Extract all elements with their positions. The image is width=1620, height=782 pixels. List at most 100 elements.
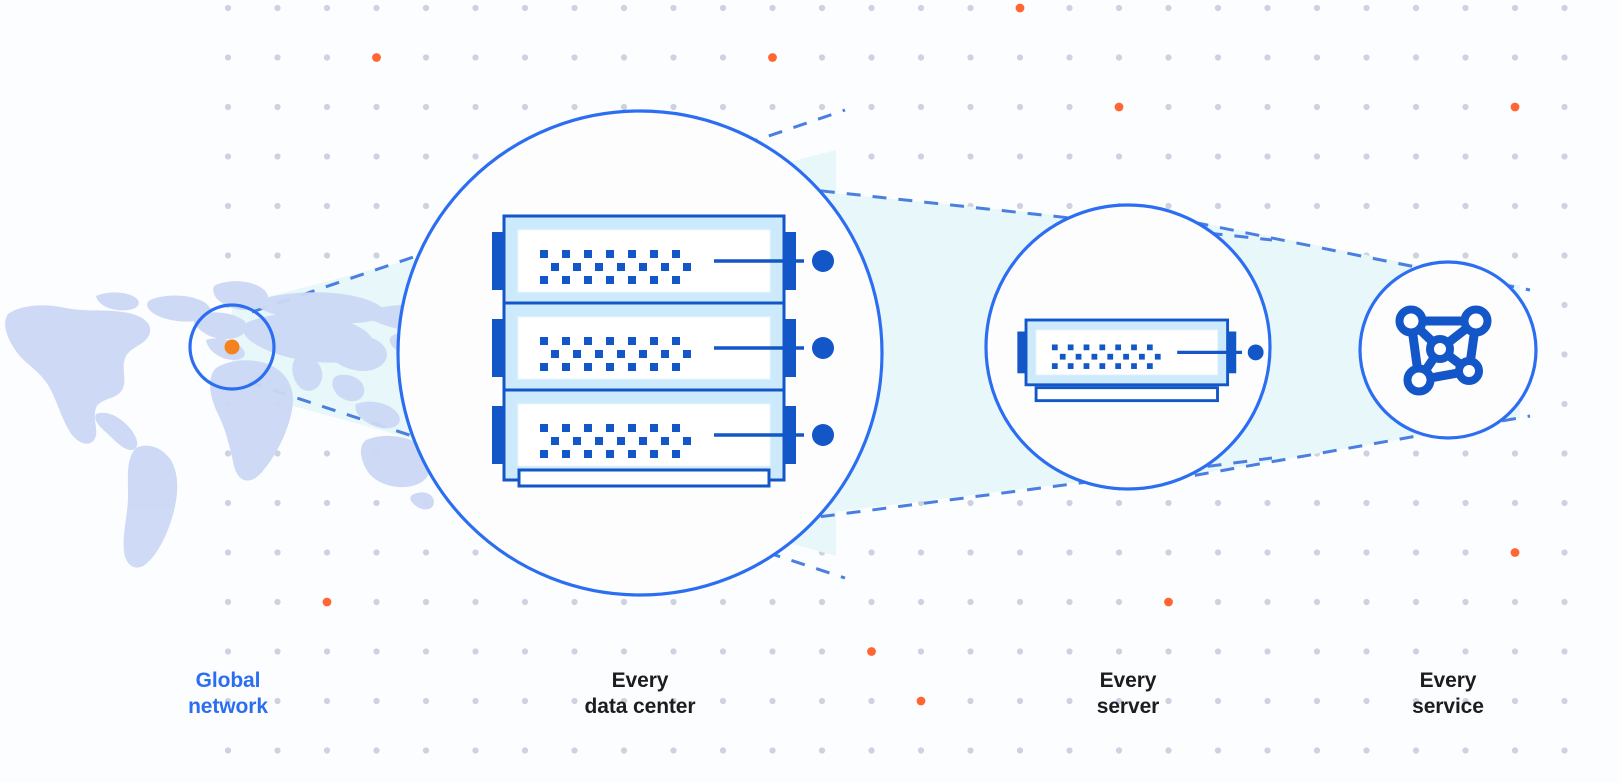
grid-dot	[1165, 202, 1172, 210]
grid-dot	[1561, 598, 1568, 606]
global-network-focus[interactable]	[188, 303, 276, 391]
grid-dot	[967, 103, 974, 111]
grid-dot	[1412, 4, 1420, 12]
grid-dot	[1214, 598, 1222, 606]
grid-dot	[917, 54, 925, 61]
grid-dot	[719, 598, 727, 606]
grid-dot	[323, 252, 331, 259]
grid-dot	[670, 103, 677, 111]
grid-dot	[224, 252, 232, 259]
grid-dot	[224, 499, 232, 507]
grid-dot	[1561, 697, 1568, 705]
grid-dot	[422, 648, 430, 655]
grid-dot	[1016, 499, 1024, 507]
grid-dot	[1412, 450, 1420, 457]
grid-dot	[769, 103, 776, 111]
grid-dot	[1066, 697, 1073, 705]
grid-dot	[373, 648, 380, 655]
server-circle-group[interactable]	[984, 203, 1272, 491]
grid-dot	[1363, 103, 1370, 111]
grid-dot	[1115, 648, 1123, 655]
single-server-illustration	[1017, 318, 1264, 403]
grid-dot	[1511, 54, 1519, 61]
service-circle-group[interactable]	[1358, 260, 1538, 440]
grid-dot	[521, 697, 529, 705]
grid-dot	[1511, 202, 1519, 210]
grid-dot	[1115, 549, 1123, 556]
server-rack-illustration	[492, 216, 834, 488]
grid-dot	[1561, 202, 1568, 210]
grid-dot	[719, 648, 727, 655]
grid-dot	[1511, 4, 1519, 12]
grid-dot	[719, 54, 727, 61]
grid-dot	[1462, 252, 1469, 259]
grid-dot	[571, 4, 578, 12]
grid-dot	[1214, 648, 1222, 655]
grid-dot	[323, 4, 331, 12]
grid-dot	[1462, 450, 1469, 457]
grid-dot	[1561, 747, 1568, 754]
grid-dot	[1115, 4, 1123, 12]
grid-dot	[967, 697, 974, 705]
grid-dot	[1264, 499, 1271, 507]
grid-dot	[1511, 648, 1519, 655]
grid-dot	[1363, 153, 1370, 160]
grid-dot	[521, 103, 529, 111]
grid-dot	[1412, 153, 1420, 160]
grid-dot	[1363, 648, 1370, 655]
grid-dot	[1363, 598, 1370, 606]
grid-dot-accent	[1015, 3, 1025, 13]
grid-dot	[1264, 54, 1271, 61]
grid-dot	[1561, 648, 1568, 655]
grid-dot	[967, 499, 974, 507]
grid-dot	[1066, 4, 1073, 12]
grid-dot	[1462, 153, 1469, 160]
grid-dot	[472, 747, 479, 754]
grid-dot	[1264, 103, 1271, 111]
grid-dot	[224, 4, 232, 12]
grid-dot	[1066, 103, 1073, 111]
grid-dot	[1313, 54, 1321, 61]
grid-dot	[1363, 450, 1370, 457]
grid-dot	[571, 54, 578, 61]
grid-dot	[274, 202, 281, 210]
grid-dot	[224, 648, 232, 655]
grid-dot	[620, 103, 628, 111]
grid-dot	[1214, 54, 1222, 61]
grid-dot	[1511, 697, 1519, 705]
grid-dot	[1264, 747, 1271, 754]
grid-dot-accent	[867, 647, 876, 656]
grid-dot-accent	[1114, 102, 1124, 112]
grid-dot	[373, 598, 380, 606]
grid-dot	[719, 747, 727, 754]
grid-dot	[1165, 549, 1172, 556]
grid-dot	[472, 54, 479, 61]
grid-dot	[1066, 202, 1073, 210]
grid-dot	[274, 54, 281, 61]
grid-dot	[1412, 499, 1420, 507]
grid-dot	[1313, 4, 1321, 12]
grid-dot	[1313, 747, 1321, 754]
grid-dot	[1462, 202, 1469, 210]
grid-dot	[1066, 747, 1073, 754]
rack-base-shelf	[517, 468, 771, 488]
grid-dot	[1016, 54, 1024, 61]
data-center-circle-group[interactable]	[396, 109, 884, 597]
grid-dot	[274, 598, 281, 606]
grid-dot	[1412, 103, 1420, 111]
grid-dot	[868, 598, 875, 606]
grid-dot	[422, 697, 430, 705]
grid-dot	[472, 549, 479, 556]
grid-dot-accent	[768, 53, 777, 62]
grid-dot	[967, 598, 974, 606]
grid-dot	[1561, 549, 1568, 556]
grid-dot	[274, 697, 281, 705]
grid-dot	[224, 153, 232, 160]
grid-dot	[1165, 499, 1172, 507]
grid-dot	[571, 697, 578, 705]
grid-dot	[224, 549, 232, 556]
grid-dot	[818, 648, 826, 655]
grid-dot	[1016, 202, 1024, 210]
grid-dot	[1165, 697, 1172, 705]
map-location-marker[interactable]	[224, 339, 240, 355]
